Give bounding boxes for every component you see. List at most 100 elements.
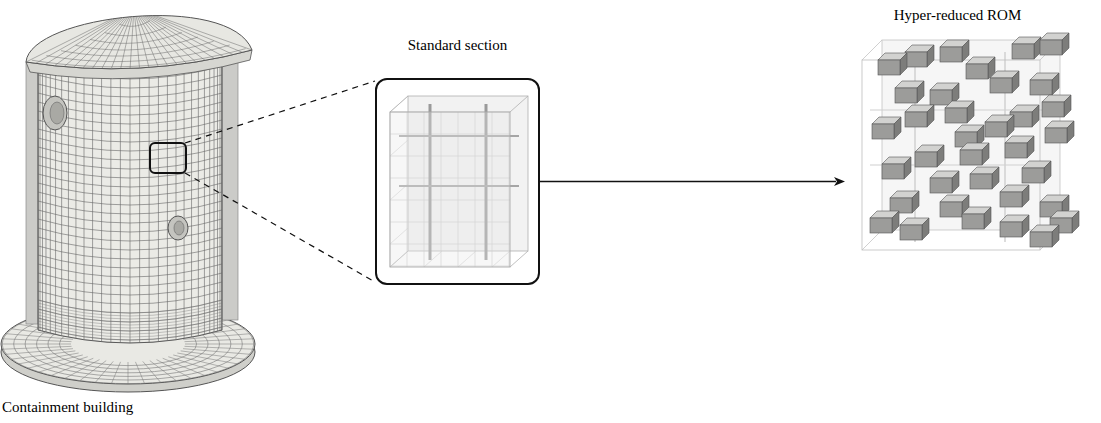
element-front: [940, 202, 962, 217]
mesh-line: [227, 58, 228, 320]
element-front: [1022, 168, 1044, 183]
element-side: [1072, 211, 1079, 233]
mesh-line: [38, 318, 222, 331]
element-front: [900, 225, 922, 240]
rom-drawing: [862, 33, 1079, 250]
mesh-line: [225, 58, 226, 320]
element-side: [894, 117, 901, 139]
mesh-line: [38, 306, 222, 319]
mesh-line: [38, 183, 222, 196]
mesh-line: [38, 264, 222, 277]
mesh-line: [38, 84, 222, 97]
element-side: [1022, 215, 1029, 237]
standard-section-drawing: [390, 96, 528, 267]
mesh-line: [209, 56, 210, 333]
element-front: [870, 218, 892, 233]
element-side: [1044, 161, 1051, 183]
zoom-frame: [150, 143, 186, 173]
mesh-line: [111, 8, 134, 69]
mesh-line: [38, 56, 39, 330]
mesh-line: [11, 351, 76, 359]
mesh-line: [150, 361, 177, 381]
mesh-line: [229, 58, 230, 320]
mesh-line: [223, 58, 224, 320]
penetration-inner: [174, 221, 184, 235]
element-front: [915, 152, 937, 167]
mesh-line: [105, 27, 166, 36]
buttress: [26, 62, 38, 324]
mesh-line: [2, 339, 71, 342]
mesh-line: [38, 318, 222, 331]
element-front: [1040, 40, 1062, 55]
element-side: [952, 171, 959, 193]
mesh-line: [390, 96, 408, 112]
mesh-line: [38, 336, 222, 349]
element-side: [917, 81, 924, 103]
mesh-line: [198, 56, 199, 336]
mesh-line: [38, 192, 222, 205]
element-side: [912, 191, 919, 213]
mesh-line: [38, 309, 222, 322]
element-front: [990, 78, 1012, 93]
mesh-line: [235, 58, 236, 320]
mesh-line: [38, 303, 222, 316]
section-front-face: [390, 112, 510, 267]
mesh-line: [221, 56, 222, 330]
mesh-line: [38, 321, 222, 334]
mesh-line: [130, 56, 131, 343]
element-front: [1045, 128, 1067, 143]
mesh-line: [73, 8, 134, 67]
mesh-line: [38, 324, 222, 337]
mesh-line: [134, 8, 140, 68]
dome-mesh: [26, 8, 252, 69]
mesh-line: [173, 355, 229, 368]
dashed-line: [185, 81, 375, 143]
mesh-line: [84, 56, 85, 340]
arrow-line: [540, 181, 836, 182]
mesh-line: [181, 351, 246, 359]
element-front: [872, 124, 894, 139]
element-front: [960, 150, 982, 165]
mesh-line: [90, 32, 182, 43]
element-side: [1027, 136, 1034, 158]
mesh-line: [38, 315, 222, 328]
mesh-line: [231, 58, 232, 320]
mesh-line: [135, 362, 144, 384]
mesh-line: [92, 56, 93, 341]
rom-front-face: [862, 60, 1040, 250]
mesh-line: [130, 8, 134, 68]
element-side: [937, 145, 944, 167]
mesh-line: [38, 291, 222, 304]
mesh-line: [27, 355, 83, 368]
element-side: [904, 157, 911, 179]
mesh-line: [54, 8, 134, 66]
wall-mesh: [38, 56, 222, 349]
mesh-line: [38, 309, 222, 322]
zoom-lines: [185, 81, 375, 282]
element-side: [1064, 95, 1071, 117]
element-front: [940, 47, 962, 62]
mesh-line: [31, 62, 32, 324]
element-front: [930, 90, 952, 105]
rom-rebar: [914, 52, 916, 242]
rom-back-face: [882, 40, 1060, 230]
mesh-line: [233, 58, 234, 320]
mesh-line: [111, 362, 120, 384]
mesh-line: [5, 349, 73, 355]
element-side: [1052, 225, 1059, 247]
flow-arrow: [540, 177, 845, 186]
element-side: [922, 218, 929, 240]
mesh-line: [237, 58, 238, 320]
element-front: [985, 122, 1007, 137]
mesh-line: [134, 8, 149, 67]
mesh-line: [2, 346, 71, 349]
mesh-line: [38, 174, 222, 187]
mesh-line: [134, 8, 252, 50]
element-side: [967, 101, 974, 123]
text-holder: Containment building: [2, 398, 133, 416]
element-front: [945, 108, 967, 123]
element-front: [882, 164, 904, 179]
element-side: [927, 105, 934, 127]
element-front: [878, 60, 900, 75]
